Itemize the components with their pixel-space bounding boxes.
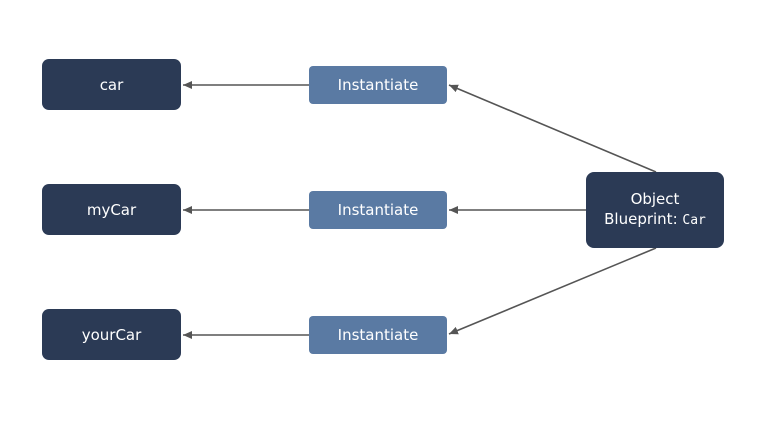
instantiate-node: Instantiate <box>309 191 447 229</box>
blueprint-class-name: Car <box>682 213 706 228</box>
instance-node-mycar: myCar <box>42 184 181 235</box>
instantiate-label: Instantiate <box>337 201 419 219</box>
instance-node-car: car <box>42 59 181 110</box>
instantiate-node: Instantiate <box>309 316 447 354</box>
instantiate-node: Instantiate <box>309 66 447 104</box>
instance-label: myCar <box>86 200 137 219</box>
instance-label: car <box>99 75 124 94</box>
blueprint-prefix: Blueprint: <box>604 210 683 228</box>
object-blueprint-node: Object Blueprint: Car <box>586 172 724 248</box>
arrow-blueprint-to-instantiate-1 <box>448 84 657 173</box>
instance-node-yourcar: yourCar <box>42 309 181 360</box>
instance-label: yourCar <box>81 325 142 344</box>
instantiate-label: Instantiate <box>337 76 419 94</box>
blueprint-subtitle: Blueprint: Car <box>604 209 706 231</box>
arrow-blueprint-to-instantiate-3 <box>448 247 657 335</box>
instantiate-label: Instantiate <box>337 326 419 344</box>
blueprint-title: Object <box>630 190 680 208</box>
